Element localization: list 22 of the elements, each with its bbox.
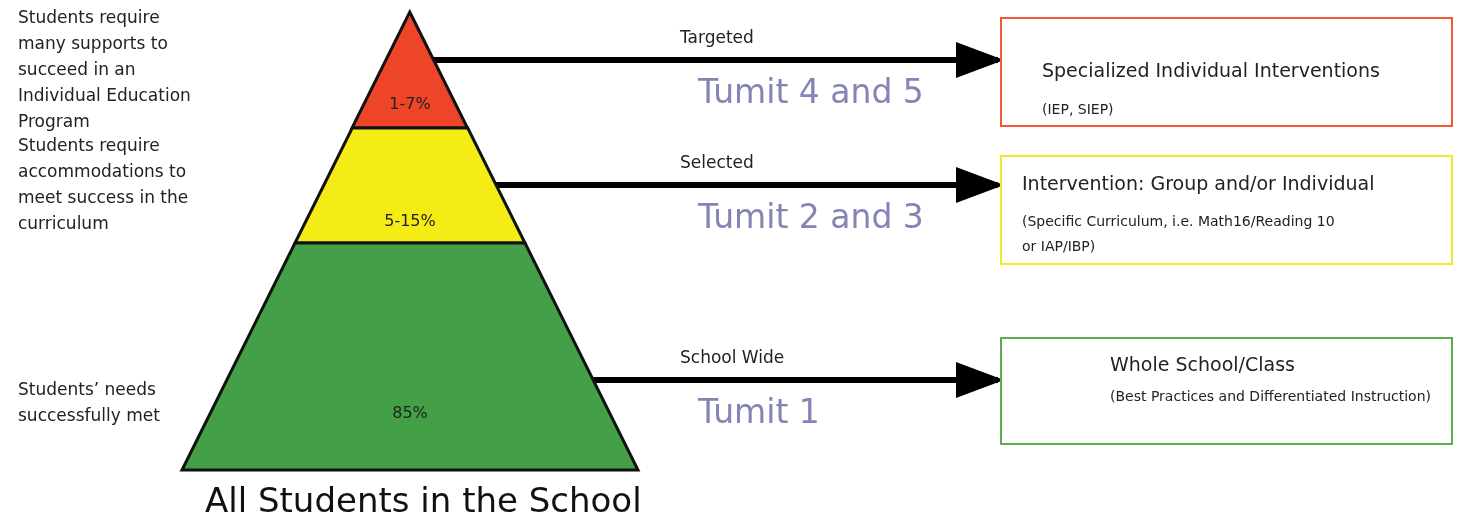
edge-label: Selected <box>680 152 754 172</box>
box-heading: Specialized Individual Interventions <box>1042 59 1380 81</box>
box-subtext: (Specific Curriculum, i.e. Math16/Reading 10 or IAP/IBP) <box>1022 212 1336 256</box>
tier-description: Students require accommodations to meet success in the curriculum <box>18 134 190 235</box>
box-heading: Whole School/Class <box>1110 353 1295 375</box>
edge-label: School Wide <box>680 347 785 367</box>
intervention-box <box>1000 337 1453 445</box>
box-heading: Intervention: Group and/or Individual <box>1022 172 1375 194</box>
percentage-label: 1-7% <box>388 94 432 113</box>
tier-label: Tumit 4 and 5 <box>698 72 924 111</box>
percentage-label: 85% <box>391 403 429 422</box>
tier-label: Tumit 1 <box>698 392 820 431</box>
tier-label: Tumit 2 and 3 <box>698 197 924 236</box>
box-subtext: (IEP, SIEP) <box>1042 100 1115 119</box>
intervention-box <box>1000 17 1453 127</box>
edge-label: Targeted <box>680 27 754 47</box>
tier-description: Students require many supports to succeed in an Individual Education Program <box>18 6 192 133</box>
pyramid-caption: All Students in the School <box>205 480 642 520</box>
intervention-box <box>1000 155 1453 265</box>
percentage-label: 5-15% <box>383 211 437 230</box>
box-subtext: (Best Practices and Differentiated Instruction) <box>1110 387 1432 406</box>
tier-description: Students’ needs successfully met <box>18 378 161 427</box>
